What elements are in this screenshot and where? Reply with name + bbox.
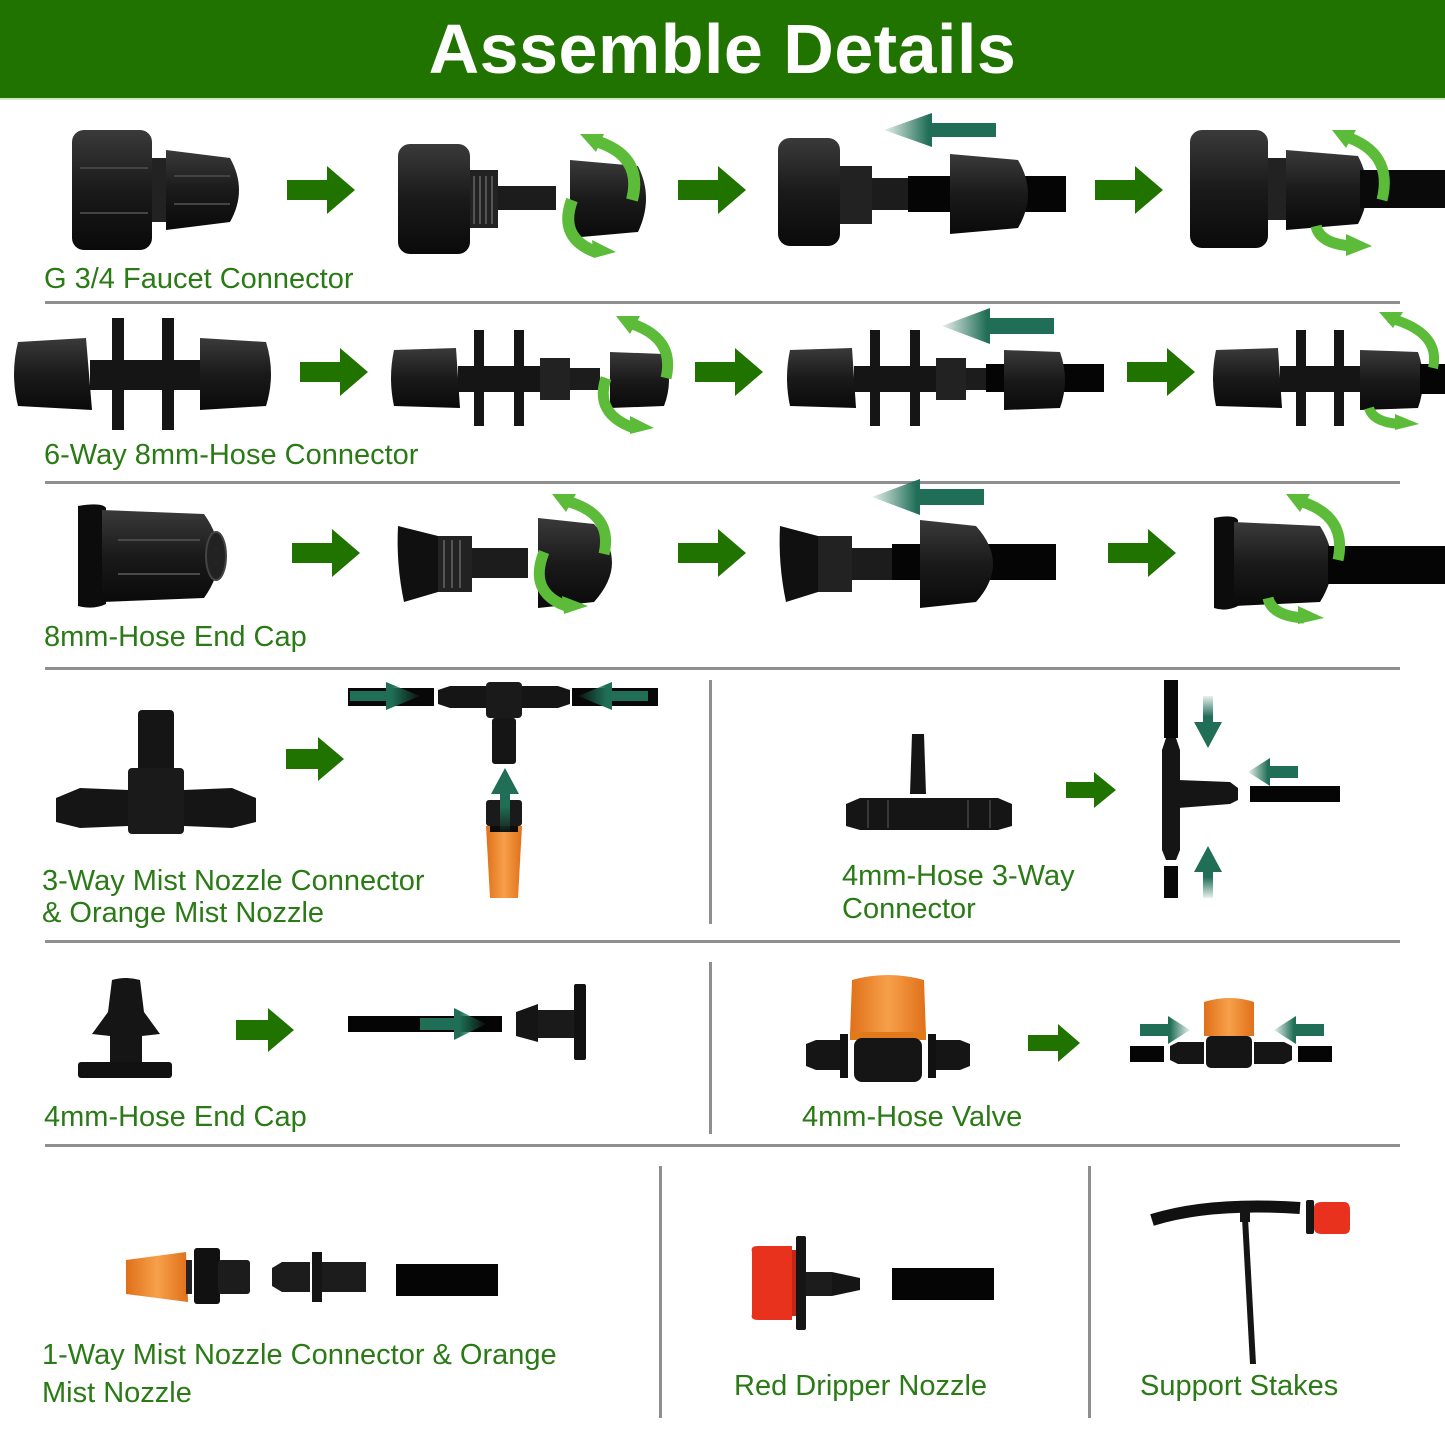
step-arrow-icon (695, 348, 763, 396)
faucet-connector-disassembled (398, 144, 646, 254)
end-cap-8mm-hose-insert (779, 520, 1056, 608)
page-header: Assemble Details (0, 0, 1445, 100)
step-arrow-icon (236, 1008, 294, 1052)
six-way-connector-disassembled (391, 330, 669, 426)
insert-arrow-icon (1274, 1016, 1324, 1044)
step-arrow-icon (678, 529, 746, 577)
divider-vertical (659, 1166, 662, 1418)
step-arrow-icon (300, 348, 368, 396)
section-label-line1: 1-Way Mist Nozzle Connector & Orange (42, 1339, 557, 1371)
section-label: 4mm-Hose Valve (802, 1101, 1023, 1133)
one-way-mist-parts (126, 1248, 498, 1304)
faucet-connector-part (72, 130, 239, 250)
faucet-connector-hose-insert (778, 138, 1066, 246)
section-label: Red Dripper Nozzle (734, 1370, 988, 1402)
rotate-arrow-icon (533, 494, 612, 614)
three-way-4mm-connector-part (846, 734, 1012, 830)
rotate-arrow-icon (562, 134, 641, 258)
divider (45, 940, 1400, 943)
six-way-connector-assembled (1213, 330, 1445, 426)
section-label: 6-Way 8mm-Hose Connector (44, 439, 419, 471)
section-label-line2: Connector (842, 893, 976, 925)
six-way-connector-part (14, 318, 271, 430)
divider (45, 481, 1400, 484)
divider (45, 667, 1400, 670)
section-label: G 3/4 Faucet Connector (44, 263, 354, 295)
insert-arrow-icon (872, 479, 984, 515)
rotate-arrow-icon (597, 316, 674, 434)
valve-4mm-assembly (1130, 998, 1332, 1068)
insert-arrow-icon (1140, 1016, 1190, 1044)
insert-arrow-icon (420, 1008, 486, 1040)
end-cap-8mm-part (78, 504, 227, 608)
step-arrow-icon (286, 737, 344, 781)
step-arrow-icon (292, 529, 360, 577)
section-label-line2: & Orange Mist Nozzle (42, 897, 325, 929)
section-label-line1: 4mm-Hose 3-Way (842, 860, 1075, 892)
insert-arrow-icon (942, 308, 1054, 344)
rotate-arrow-icon (1262, 494, 1346, 624)
divider (45, 301, 1400, 304)
step-arrow-icon (1028, 1024, 1080, 1062)
divider-vertical (709, 680, 712, 924)
support-stake-part (1150, 1200, 1350, 1364)
insert-arrow-icon (1194, 846, 1222, 898)
divider-vertical (709, 962, 712, 1134)
three-way-mist-connector-part (56, 710, 256, 834)
insert-arrow-icon (1248, 758, 1298, 786)
insert-arrow-icon (350, 682, 420, 710)
faucet-connector-assembled (1190, 130, 1445, 248)
rotate-arrow-icon (1364, 312, 1439, 430)
section-label: Support Stakes (1140, 1370, 1339, 1402)
insert-arrow-icon (491, 768, 519, 832)
divider (45, 1144, 1400, 1147)
step-arrow-icon (287, 166, 355, 214)
end-cap-4mm-part (78, 978, 172, 1078)
step-arrow-icon (1108, 529, 1176, 577)
end-cap-8mm-assembled (1214, 516, 1445, 610)
insert-arrow-icon (578, 682, 648, 710)
step-arrow-icon (1095, 166, 1163, 214)
six-way-connector-hose-insert (787, 330, 1104, 426)
end-cap-8mm-disassembled (397, 518, 612, 608)
rotate-arrow-icon (1310, 130, 1390, 256)
section-label: 8mm-Hose End Cap (44, 621, 307, 653)
section-label-line2: Mist Nozzle (42, 1377, 192, 1409)
section-label: 4mm-Hose End Cap (44, 1101, 307, 1133)
step-arrow-icon (678, 166, 746, 214)
valve-4mm-part (806, 975, 970, 1082)
divider-vertical (1088, 1166, 1091, 1418)
insert-arrow-icon (1194, 696, 1222, 748)
section-label-line1: 3-Way Mist Nozzle Connector (42, 865, 425, 897)
three-way-4mm-assembly (1162, 680, 1340, 898)
page-title: Assemble Details (428, 10, 1017, 88)
insert-arrow-icon (884, 113, 996, 147)
red-dripper-parts (751, 1236, 994, 1330)
step-arrow-icon (1127, 348, 1195, 396)
step-arrow-icon (1066, 772, 1116, 808)
